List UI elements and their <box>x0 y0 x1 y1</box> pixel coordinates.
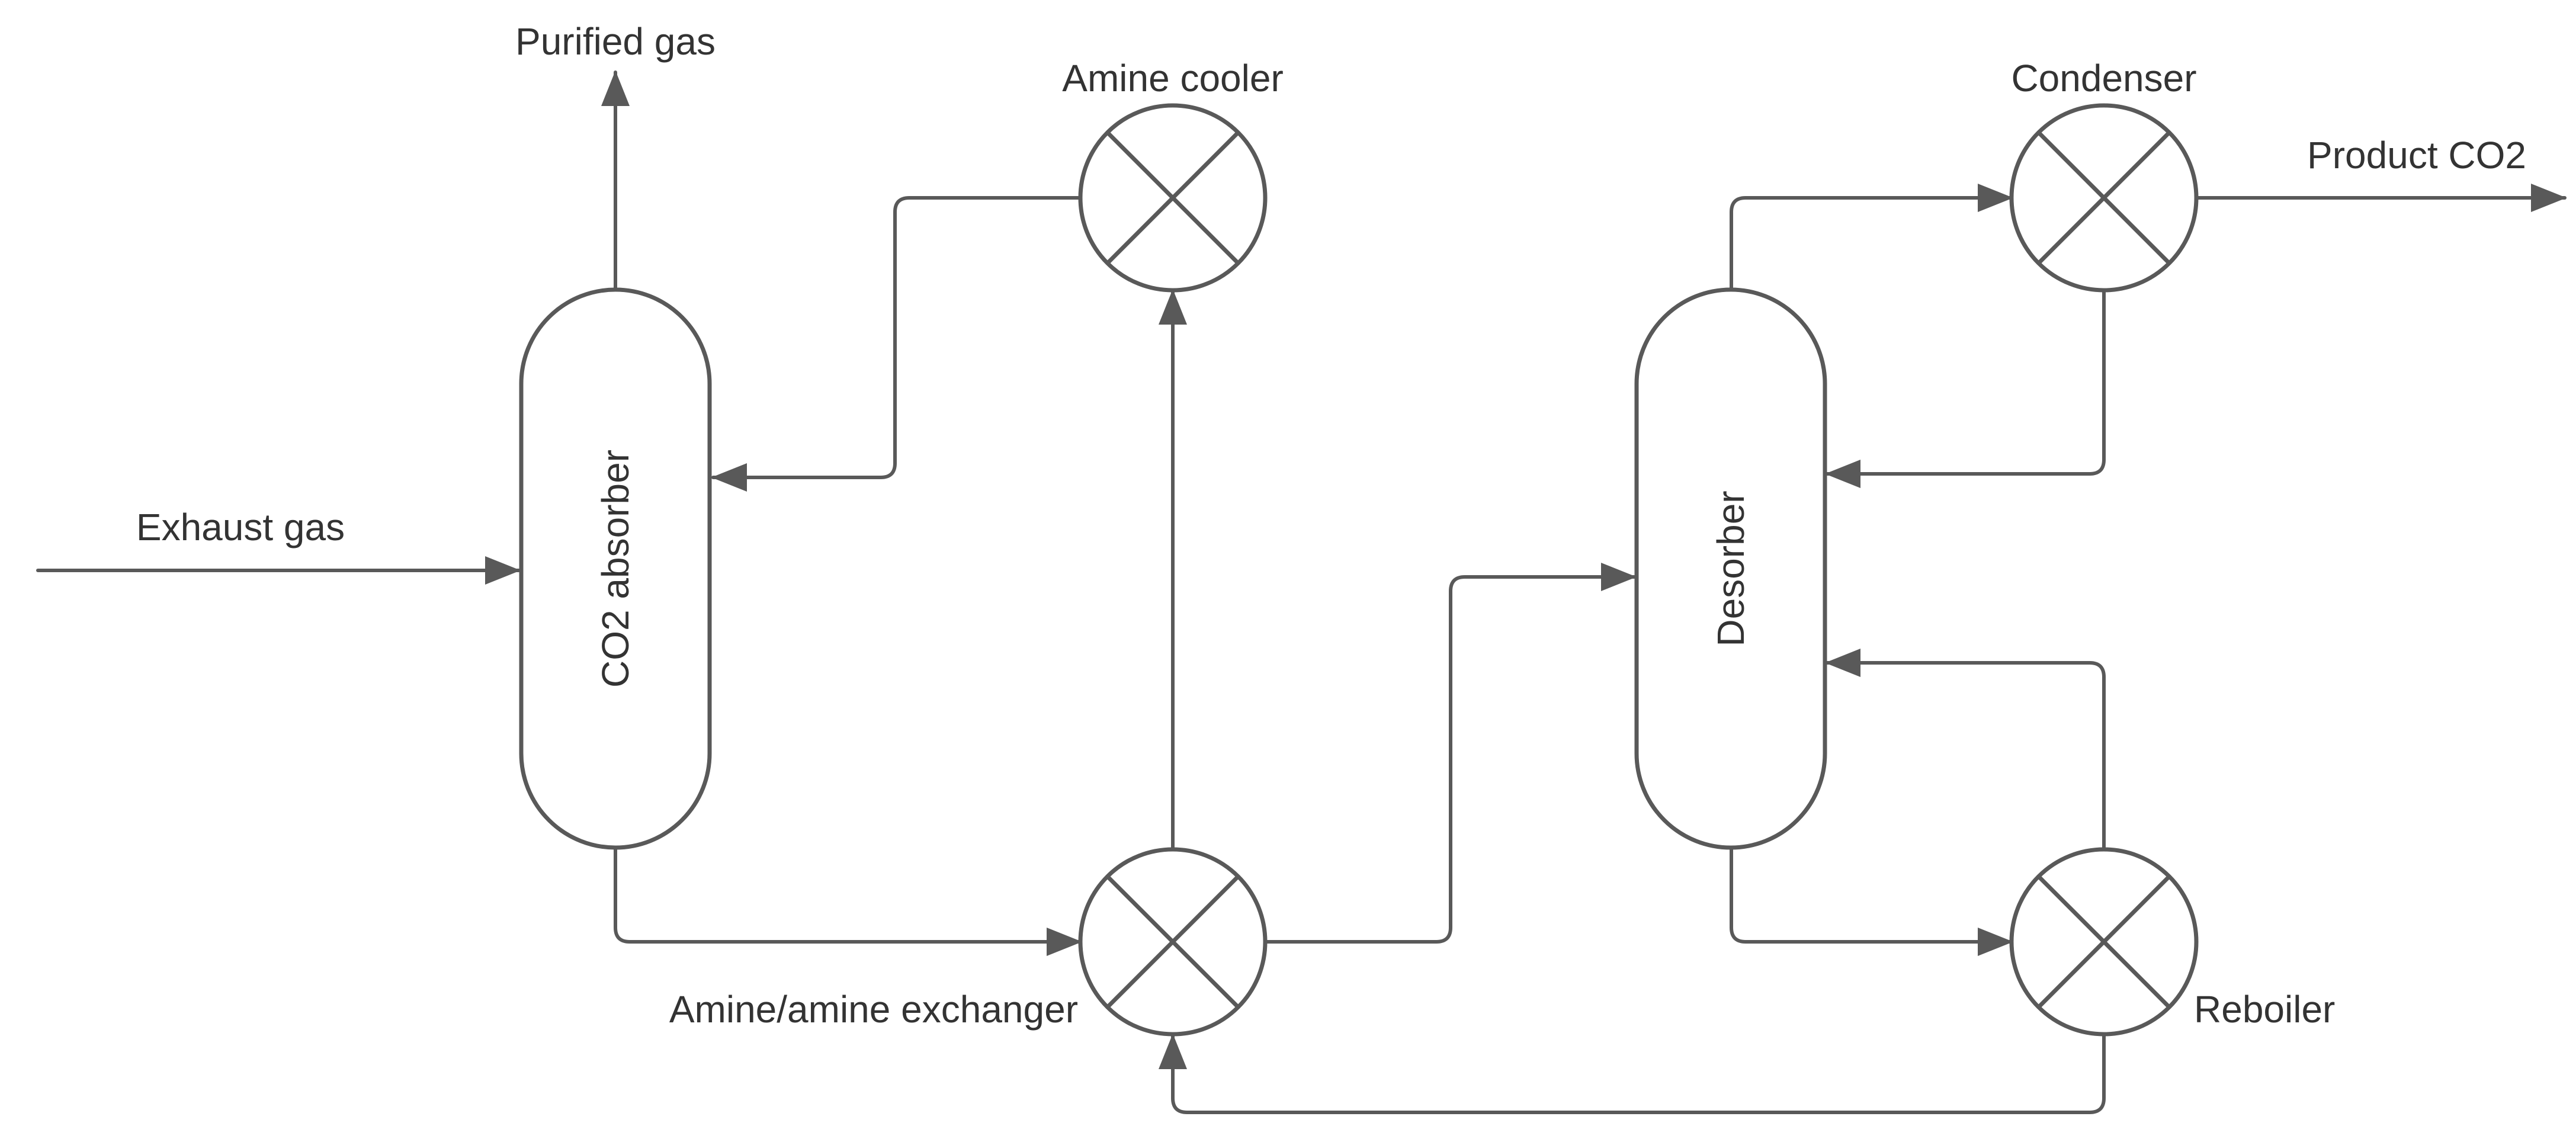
reboiler <box>2009 847 2199 1037</box>
reboiler-label: Reboiler <box>2194 988 2335 1031</box>
product-co2-label: Product CO2 <box>2307 134 2526 177</box>
stream-desorber-to-reboiler <box>1730 846 2013 956</box>
co2-absorber-vessel <box>519 287 712 850</box>
condenser <box>2009 103 2199 293</box>
stream-desorber-to-condenser <box>1730 184 2013 291</box>
condenser-label: Condenser <box>2011 57 2196 100</box>
amine-exchanger-label: Amine/amine exchanger <box>669 988 1078 1031</box>
amine-amine-exchanger <box>1078 847 1268 1037</box>
desorber-vessel <box>1634 287 1827 850</box>
stream-reboiler-to-exchanger <box>1159 1032 2106 1114</box>
stream-condenser-reflux <box>1825 289 2106 488</box>
co2-absorber-label: CO2 absorber <box>594 450 637 688</box>
purified-gas-label: Purified gas <box>515 20 716 63</box>
circle-with-x-icon <box>2036 130 2171 265</box>
stream-exchanger-to-desorber <box>1264 563 1637 944</box>
exhaust-gas-label: Exhaust gas <box>136 506 345 548</box>
stream-reboiler-to-desorber <box>1825 649 2106 849</box>
stream-cooler-to-absorber <box>711 196 1082 492</box>
circle-with-x-icon <box>1105 130 1240 265</box>
circle-with-x-icon <box>1105 874 1240 1009</box>
amine-cooler-label: Amine cooler <box>1062 57 1284 100</box>
circle-with-x-icon <box>2036 874 2171 1009</box>
flow-lines <box>36 70 2567 1114</box>
amine-cooler <box>1078 103 1268 293</box>
desorber-label: Desorber <box>1709 490 1752 646</box>
stream-absorber-to-exchanger <box>614 846 1082 956</box>
